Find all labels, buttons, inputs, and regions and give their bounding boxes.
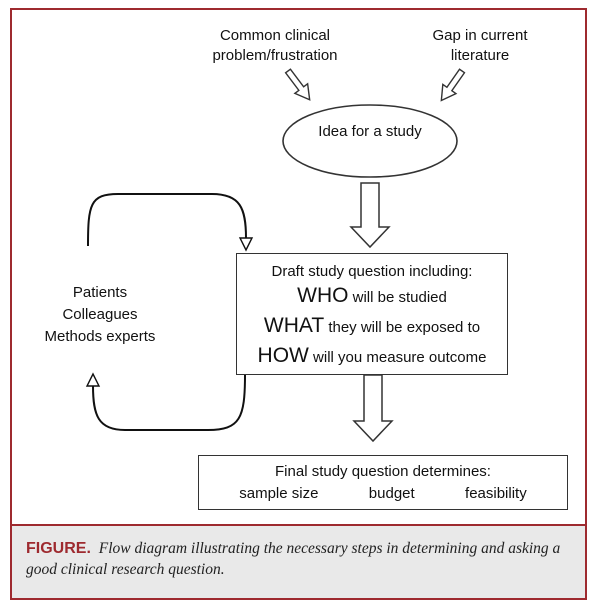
label-literature-gap-line-2: literature [450,47,510,64]
draft-who-key: WHO [297,284,349,307]
feedback-loop-upper-head [238,237,254,252]
final-items: sample size budget feasibility [199,483,567,505]
arrow-right-diagonal [440,68,466,102]
draft-row-who: WHO will be studied [237,282,507,312]
draft-what-text: they will be exposed to [324,319,481,336]
draft-how-key: HOW [257,344,309,367]
caption-text: Flow diagram illustrating the necessary … [26,540,561,578]
draft-row-what: WHAT they will be exposed to [237,312,507,342]
draft-who-text: will be studied [348,289,447,306]
draft-question-box: Draft study question including: WHO will… [236,253,508,375]
arrow-down-2 [352,374,394,443]
source-methods-experts: Methods experts [44,328,156,345]
label-literature-gap-line-1: Gap in current [432,27,528,44]
final-question-box: Final study question determines: sample … [198,455,568,510]
draft-row-how: HOW will you measure outcome [237,342,507,372]
source-patients: Patients [72,284,128,301]
final-heading: Final study question determines: [275,463,491,480]
arrow-left-diagonal [284,68,311,101]
draft-heading: Draft study question including: [271,263,473,280]
source-colleagues: Colleagues [62,306,138,323]
final-item-budget: budget [368,485,415,502]
caption-label: FIGURE. [26,540,91,557]
draft-how-text: will you measure outcome [308,349,487,366]
final-item-feasibility: feasibility [465,485,527,502]
draft-what-key: WHAT [263,314,325,337]
feedback-sources: Patients Colleagues Methods experts [15,282,185,348]
caption-area: FIGURE. Flow diagram illustrating the ne… [12,524,585,598]
label-clinical-problem-line-1: Common clinical [219,27,331,44]
final-item-sample-size: sample size [239,485,319,502]
feedback-loop-lower [92,374,246,431]
label-literature-gap: Gap in current literature [395,26,565,66]
idea-label: Idea for a study [318,123,422,140]
arrow-down-1 [349,182,391,249]
label-clinical-problem-line-2: problem/frustration [212,47,338,64]
feedback-loop-upper [87,193,247,247]
idea-ellipse [282,104,458,178]
feedback-loop-lower-head [85,372,101,387]
label-clinical-problem: Common clinical problem/frustration [180,26,370,66]
figure-caption: FIGURE. Flow diagram illustrating the ne… [26,538,575,580]
